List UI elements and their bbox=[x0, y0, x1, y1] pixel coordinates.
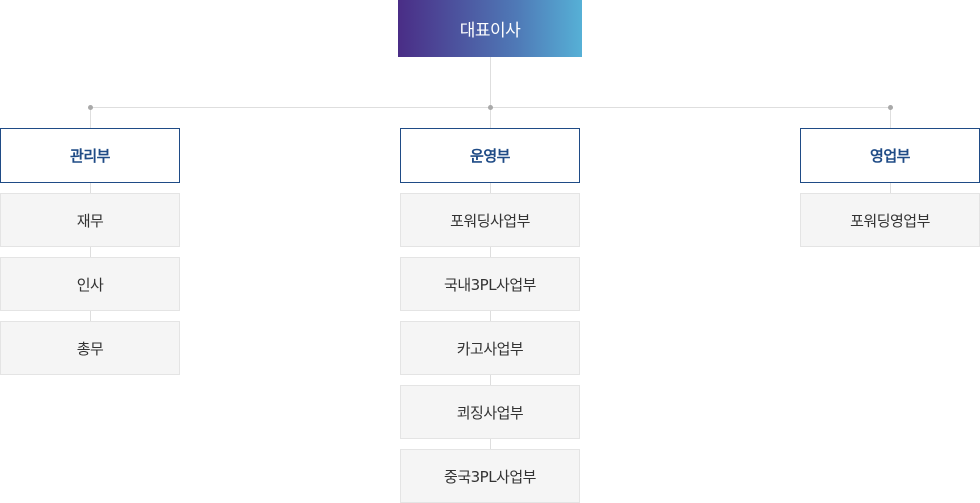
sub-box: 중국3PL사업부 bbox=[400, 449, 580, 503]
sub-box: 포워딩사업부 bbox=[400, 193, 580, 247]
dept-connector-line-admin bbox=[90, 107, 91, 129]
dept-box-sales: 영업부 bbox=[800, 128, 980, 183]
junction-dot-admin bbox=[88, 105, 93, 110]
sub-box: 포워딩영업부 bbox=[800, 193, 980, 247]
sub-box: 인사 bbox=[0, 257, 180, 311]
sub-box: 총무 bbox=[0, 321, 180, 375]
junction-dot-operations bbox=[488, 105, 493, 110]
sub-label: 총무 bbox=[76, 339, 104, 358]
dept-box-operations: 운영부 bbox=[400, 128, 580, 183]
dept-connector-line-sales bbox=[890, 107, 891, 129]
dept-label: 영업부 bbox=[870, 147, 910, 165]
sub-label: 중국3PL사업부 bbox=[444, 467, 536, 486]
sub-label: 인사 bbox=[76, 275, 104, 294]
sub-box: 쾨징사업부 bbox=[400, 385, 580, 439]
sub-label: 포워딩영업부 bbox=[850, 211, 930, 230]
dept-label: 관리부 bbox=[70, 147, 110, 165]
junction-dot-sales bbox=[888, 105, 893, 110]
sub-label: 재무 bbox=[76, 211, 104, 230]
sub-label: 카고사업부 bbox=[456, 339, 524, 358]
dept-box-admin: 관리부 bbox=[0, 128, 180, 183]
sub-label: 쾨징사업부 bbox=[456, 403, 524, 422]
sub-label: 국내3PL사업부 bbox=[444, 275, 536, 294]
dept-label: 운영부 bbox=[470, 147, 510, 165]
sub-box: 카고사업부 bbox=[400, 321, 580, 375]
sub-box: 국내3PL사업부 bbox=[400, 257, 580, 311]
sub-label: 포워딩사업부 bbox=[450, 211, 530, 230]
sub-box: 재무 bbox=[0, 193, 180, 247]
ceo-connector-line bbox=[490, 57, 491, 107]
ceo-box: 대표이사 bbox=[398, 0, 582, 57]
ceo-label: 대표이사 bbox=[459, 21, 521, 41]
dept-connector-line-operations bbox=[490, 107, 491, 129]
